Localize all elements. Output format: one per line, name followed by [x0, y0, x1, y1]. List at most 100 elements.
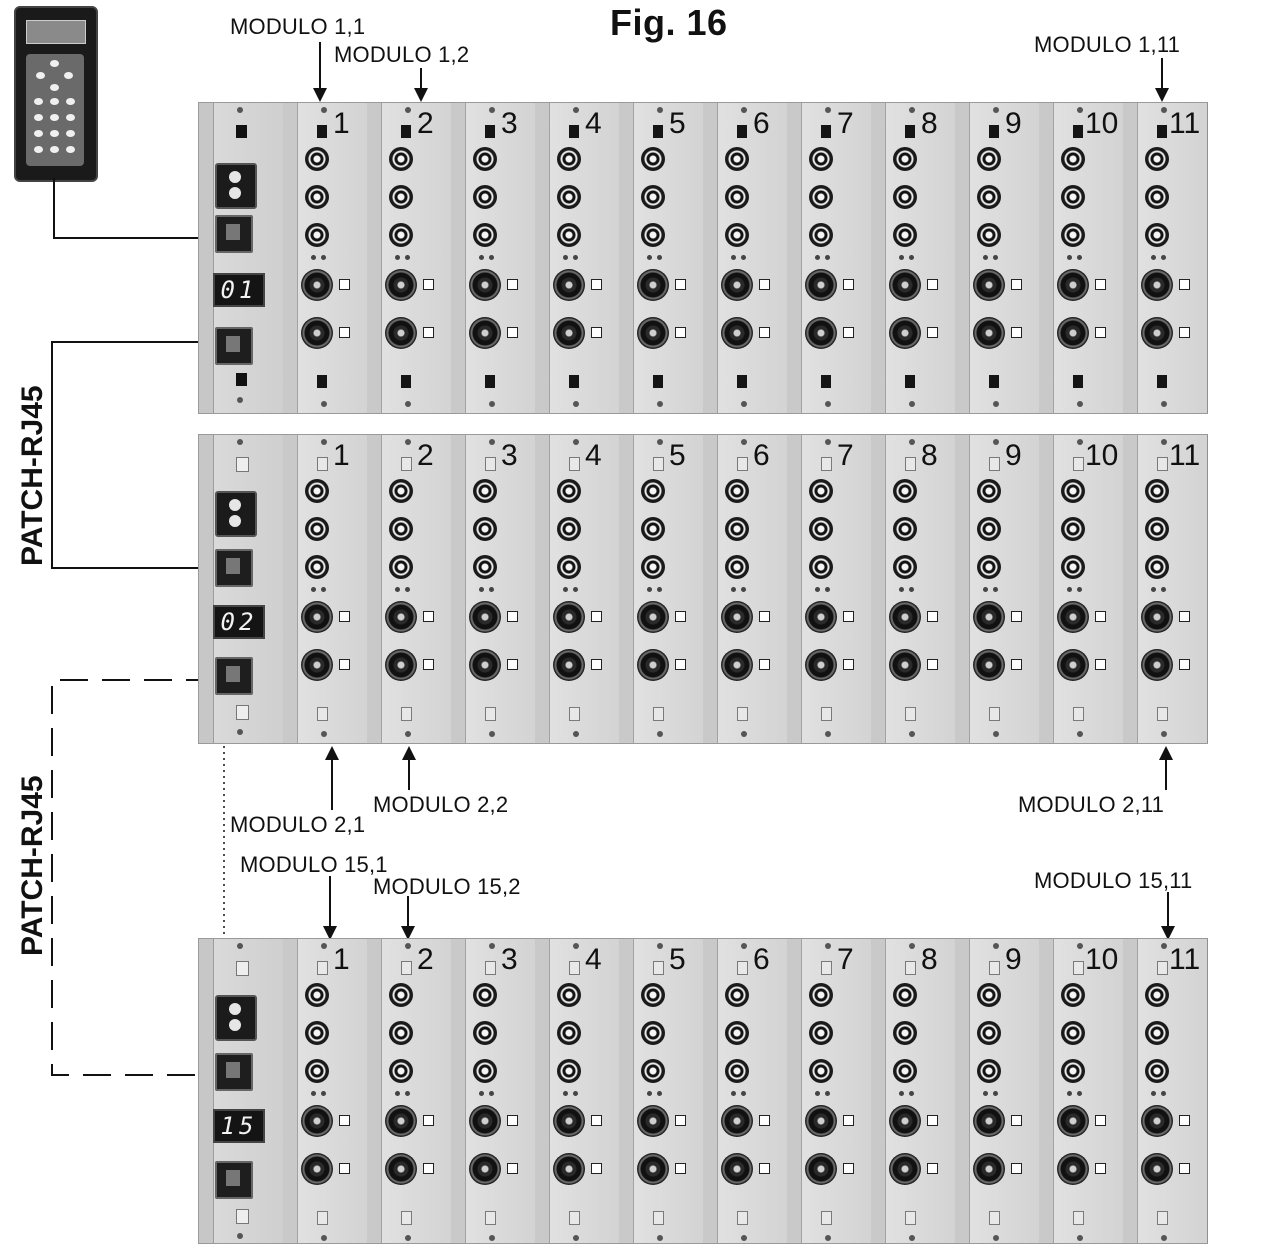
screw-hole	[825, 401, 831, 407]
screw-hole	[1161, 439, 1167, 445]
f-connector-icon	[889, 1153, 921, 1185]
rf-in-icon	[675, 279, 686, 290]
rca-connector-icon	[1145, 479, 1169, 503]
rca-connector-icon	[893, 147, 917, 171]
module-indicator	[905, 457, 916, 471]
module-indicator	[737, 125, 747, 138]
module-number: 6	[753, 439, 770, 472]
module-indicator	[989, 1211, 1000, 1225]
f-connector-icon	[301, 1153, 333, 1185]
rca-connector-icon	[809, 555, 833, 579]
rca-connector-icon	[305, 555, 329, 579]
rca-connector-icon	[389, 983, 413, 1007]
module-indicator	[1157, 457, 1168, 471]
screw-hole	[741, 401, 747, 407]
status-leds	[983, 587, 999, 592]
module-indicator	[653, 457, 664, 471]
rca-connector-icon	[1145, 185, 1169, 209]
figure-title: Fig. 16	[610, 2, 728, 43]
module-indicator	[821, 707, 832, 721]
rca-connector-icon	[1061, 185, 1085, 209]
rca-connector-icon	[893, 983, 917, 1007]
module-number: 10	[1085, 439, 1119, 472]
screw-hole	[993, 107, 999, 113]
screw-hole	[657, 1235, 663, 1241]
rca-connector-icon	[893, 223, 917, 247]
f-connector-icon	[385, 649, 417, 681]
f-connector-icon	[805, 649, 837, 681]
status-leds	[563, 1091, 579, 1096]
f-connector-icon	[637, 269, 669, 301]
screw-hole	[573, 731, 579, 737]
rca-connector-icon	[809, 223, 833, 247]
rf-in-icon	[507, 1115, 518, 1126]
f-connector-icon	[553, 601, 585, 633]
screw-hole	[1077, 401, 1083, 407]
module-label-strip	[451, 939, 466, 1243]
patch-label-upper: PATCH-RJ45	[16, 385, 49, 566]
rca-connector-icon	[389, 517, 413, 541]
screw-hole	[237, 1233, 243, 1239]
rca-connector-icon	[1061, 147, 1085, 171]
indicator-block	[236, 457, 249, 472]
module-indicator	[653, 961, 664, 975]
screw-hole	[909, 731, 915, 737]
status-leds	[311, 587, 327, 592]
f-connector-icon	[637, 1105, 669, 1137]
screw-hole	[993, 439, 999, 445]
rca-connector-icon	[473, 185, 497, 209]
rf-out-icon	[675, 1163, 686, 1174]
modulator-module: 1	[283, 103, 368, 413]
rack-2: 02 1 2	[198, 434, 1208, 744]
module-label-strip	[871, 103, 886, 413]
f-connector-icon	[973, 1153, 1005, 1185]
f-connector-icon	[721, 1153, 753, 1185]
rca-connector-icon	[557, 517, 581, 541]
rf-in-icon	[591, 279, 602, 290]
indicator-block	[236, 961, 249, 976]
screw-hole	[573, 1235, 579, 1241]
screw-hole	[909, 439, 915, 445]
f-connector-icon	[301, 269, 333, 301]
screw-hole	[489, 731, 495, 737]
rca-connector-icon	[641, 1021, 665, 1045]
module-indicator	[1073, 1211, 1084, 1225]
module-label-strip	[535, 939, 550, 1243]
rf-out-icon	[591, 327, 602, 338]
status-leds	[815, 255, 831, 260]
module-number: 5	[669, 439, 686, 472]
rca-connector-icon	[725, 555, 749, 579]
rf-out-icon	[339, 659, 350, 670]
screw-hole	[741, 107, 747, 113]
callout-modulo-2-1: MODULO 2,1	[230, 812, 366, 837]
rf-in-icon	[675, 1115, 686, 1126]
f-connector-icon	[889, 649, 921, 681]
modulator-module: 4	[535, 939, 620, 1243]
rca-connector-icon	[473, 1021, 497, 1045]
f-connector-icon	[1141, 269, 1173, 301]
rca-connector-icon	[389, 147, 413, 171]
rca-connector-icon	[1061, 223, 1085, 247]
rca-connector-icon	[977, 555, 1001, 579]
mains-socket-icon	[215, 491, 257, 537]
indicator-block	[236, 373, 247, 386]
status-leds	[1151, 255, 1167, 260]
rca-connector-icon	[977, 517, 1001, 541]
modulator-module: 1	[283, 435, 368, 743]
rca-connector-icon	[725, 147, 749, 171]
f-connector-icon	[973, 1105, 1005, 1137]
f-connector-icon	[889, 317, 921, 349]
status-leds	[479, 255, 495, 260]
indicator-block	[236, 1209, 249, 1224]
rf-in-icon	[843, 611, 854, 622]
modulator-module: 6	[703, 939, 788, 1243]
rca-connector-icon	[473, 983, 497, 1007]
f-connector-icon	[469, 1153, 501, 1185]
callout-modulo-2-2: MODULO 2,2	[373, 792, 509, 817]
f-connector-icon	[637, 317, 669, 349]
rca-connector-icon	[557, 147, 581, 171]
address-display: 15	[213, 1109, 265, 1143]
module-indicator	[1073, 125, 1083, 138]
screw-hole	[741, 1235, 747, 1241]
screw-hole	[1161, 107, 1167, 113]
